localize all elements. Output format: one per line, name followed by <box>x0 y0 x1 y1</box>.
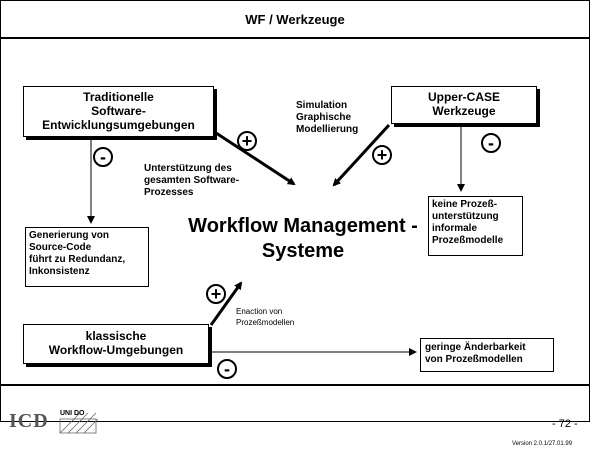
minus-sign-traditionelle: - <box>93 147 113 167</box>
plus-sign-klassische: + <box>206 284 226 304</box>
slide-title-bar: WF / Werkzeuge <box>0 0 590 38</box>
label-unterstuetzung: Unterstützung des gesamten Software- Pro… <box>144 163 239 199</box>
label-enaction-line1: Enaction von <box>236 307 283 316</box>
box-klassische-line1: klassische <box>85 329 147 343</box>
center-title-line1: Workflow Management - <box>188 215 418 237</box>
box-generierung-line1: Generierung von <box>29 230 110 241</box>
center-title: Workflow Management - Systeme <box>180 214 426 264</box>
content-frame <box>0 38 590 385</box>
box-generierung-line4: Inkonsistenz <box>29 266 90 277</box>
box-generierung-line3: führt zu Redundanz, <box>29 254 126 265</box>
unido-logo-text: UNI DO <box>60 410 85 417</box>
page-number: - 72 - <box>552 418 578 430</box>
unido-logo-graphic-icon <box>59 412 99 434</box>
center-title-line2: Systeme <box>261 240 345 262</box>
arrow-uppercase-to-center <box>332 123 391 187</box>
plus-sign-upper-case: + <box>372 145 392 165</box>
plus-sign-traditionelle: + <box>237 131 257 151</box>
box-klassische: klassische Workflow-Umgebungen <box>23 324 209 364</box>
label-enaction: Enaction von Prozeßmodellen <box>236 306 294 328</box>
box-geringe-line1: geringe Änderbarkeit <box>425 342 526 353</box>
minus-sign-klassische: - <box>217 359 237 379</box>
arrow-traditionelle-to-center <box>212 129 296 186</box>
minus-sign-upper-case: - <box>481 133 501 153</box>
box-traditionelle-line2: Software- <box>91 104 146 118</box>
label-simulation-line2: Graphische <box>296 112 352 123</box>
label-enaction-line2: Prozeßmodellen <box>236 318 295 327</box>
box-keine-prozess: keine Prozeß- unterstützung informale Pr… <box>428 196 523 256</box>
box-keine-line2: unterstützung <box>432 211 499 222</box>
box-upper-case-line2: Werkzeuge <box>432 104 496 118</box>
box-keine-line3: informale <box>432 223 478 234</box>
box-generierung: Generierung von Source-Code führt zu Red… <box>25 227 149 287</box>
label-simulation-line1: Simulation <box>296 100 348 111</box>
box-geringe: geringe Änderbarkeit von Prozeßmodellen <box>420 338 554 372</box>
footer-frame <box>0 385 590 422</box>
version-text: Version 2.0.1/27.01.99 <box>512 441 573 447</box>
icd-logo: ICD <box>9 410 49 432</box>
box-traditionelle-line3: Entwicklungsumgebungen <box>42 118 195 132</box>
box-upper-case: Upper-CASE Werkzeuge <box>391 86 537 124</box>
box-generierung-line2: Source-Code <box>29 242 92 253</box>
box-upper-case-line1: Upper-CASE <box>427 90 500 104</box>
slide-title: WF / Werkzeuge <box>245 11 345 27</box>
box-keine-line1: keine Prozeß- <box>432 199 498 210</box>
label-unterstuetzung-line3: Prozesses <box>144 187 194 198</box>
label-simulation-line3: Modellierung <box>296 124 359 135</box>
box-klassische-line2: Workflow-Umgebungen <box>48 343 184 357</box>
box-keine-line4: Prozeßmodelle <box>432 235 504 246</box>
arrow-klassische-to-center <box>209 281 243 326</box>
label-unterstuetzung-line1: Unterstützung des <box>144 163 232 174</box>
label-unterstuetzung-line2: gesamten Software- <box>144 175 240 186</box>
box-traditionelle-line1: Traditionelle <box>83 90 154 104</box>
box-traditionelle: Traditionelle Software- Entwicklungsumge… <box>23 86 214 137</box>
label-simulation: Simulation Graphische Modellierung <box>296 100 358 136</box>
box-geringe-line2: von Prozeßmodellen <box>425 354 523 365</box>
